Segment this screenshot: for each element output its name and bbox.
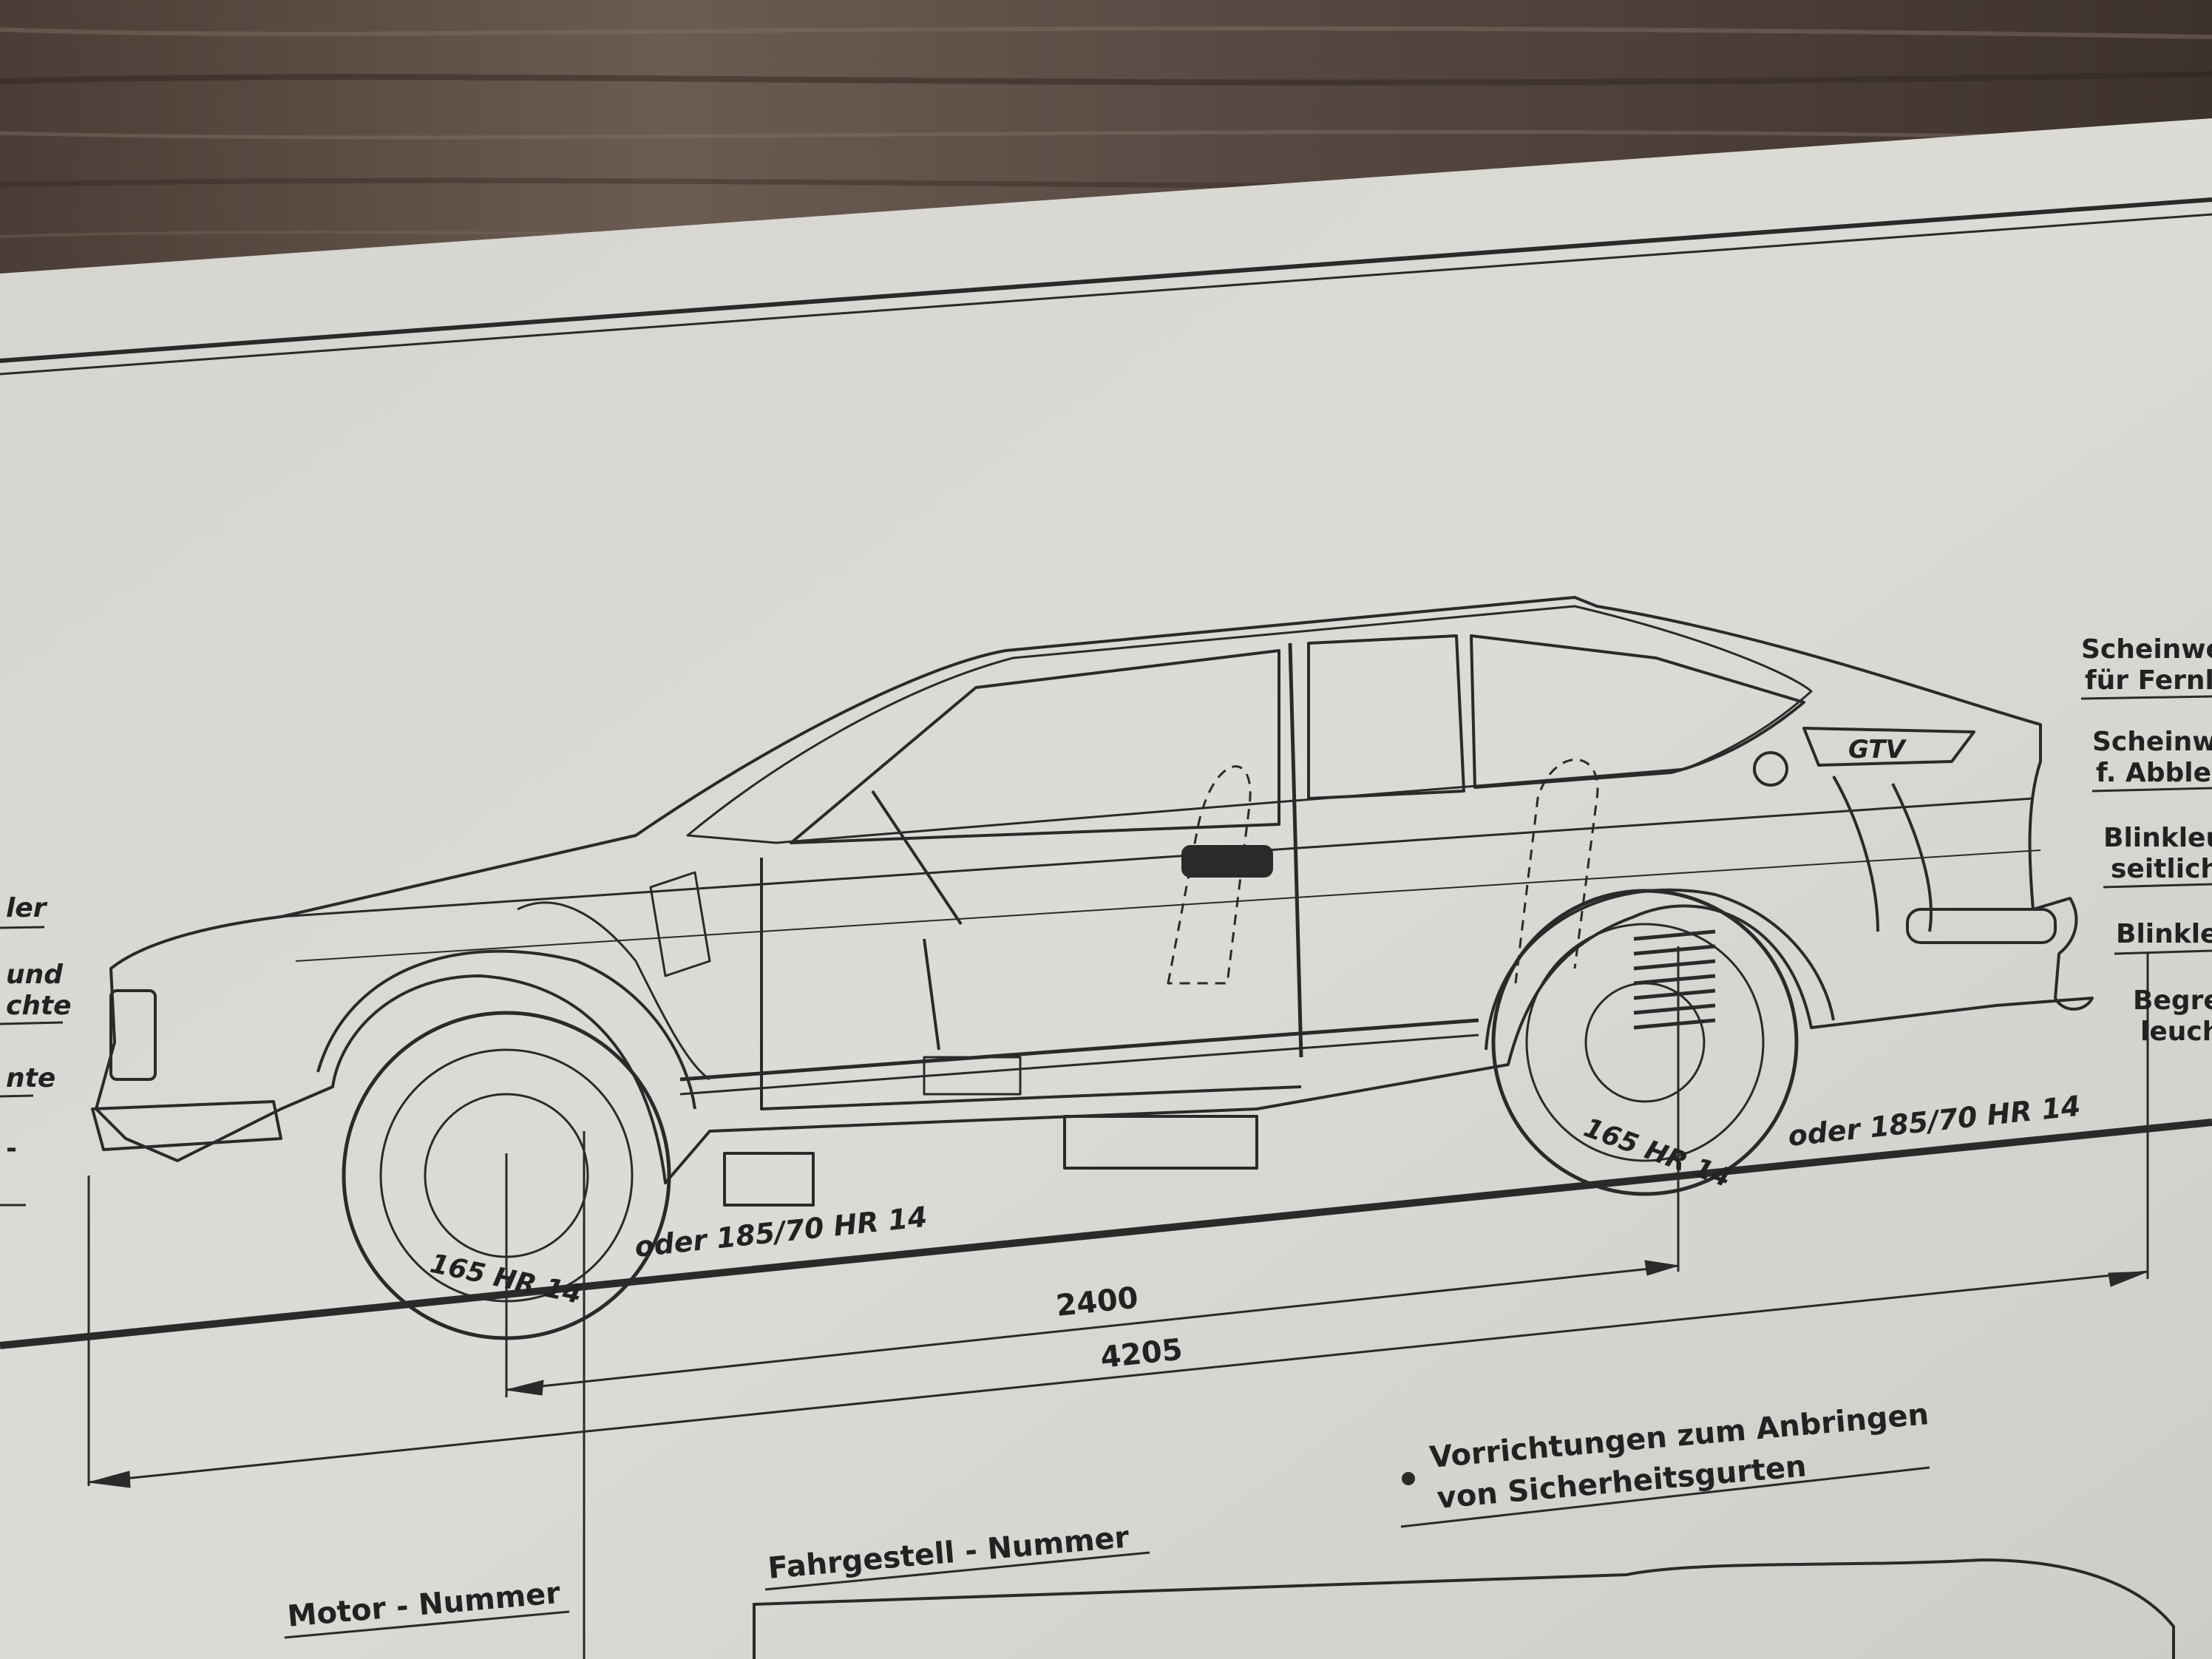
- right-label-4a: Blinkleu: [2116, 919, 2212, 949]
- car-side-view: [91, 596, 2094, 1340]
- left-label-5: -: [6, 1133, 17, 1164]
- right-label-3b: seitlich: [2111, 854, 2212, 884]
- right-label-1a: Scheinwe: [2081, 634, 2212, 665]
- left-label-1: ler: [6, 893, 48, 923]
- left-label-3: chte: [6, 991, 72, 1021]
- right-label-3a: Blinkleu: [2103, 823, 2212, 853]
- right-label-5a: Begre: [2133, 985, 2212, 1016]
- left-labels: ler und chte nte -: [0, 893, 72, 1207]
- right-labels: Scheinwe für Fernl Scheinwe f. Abblen Bl…: [2080, 634, 2212, 1047]
- gtv-badge: GTV: [1848, 735, 1907, 764]
- left-label-4: nte: [6, 1063, 55, 1093]
- right-label-1b: für Fernl: [2085, 665, 2212, 696]
- blueprint-sheet: [0, 118, 2212, 1659]
- lower-car-sketch: [753, 1558, 2175, 1659]
- right-label-2b: f. Abblen: [2096, 758, 2212, 788]
- right-label-2a: Scheinwe: [2092, 727, 2212, 757]
- dimension-lines: [0, 946, 2212, 1659]
- left-label-2: und: [6, 960, 64, 990]
- right-label-5b: leucht: [2140, 1017, 2212, 1047]
